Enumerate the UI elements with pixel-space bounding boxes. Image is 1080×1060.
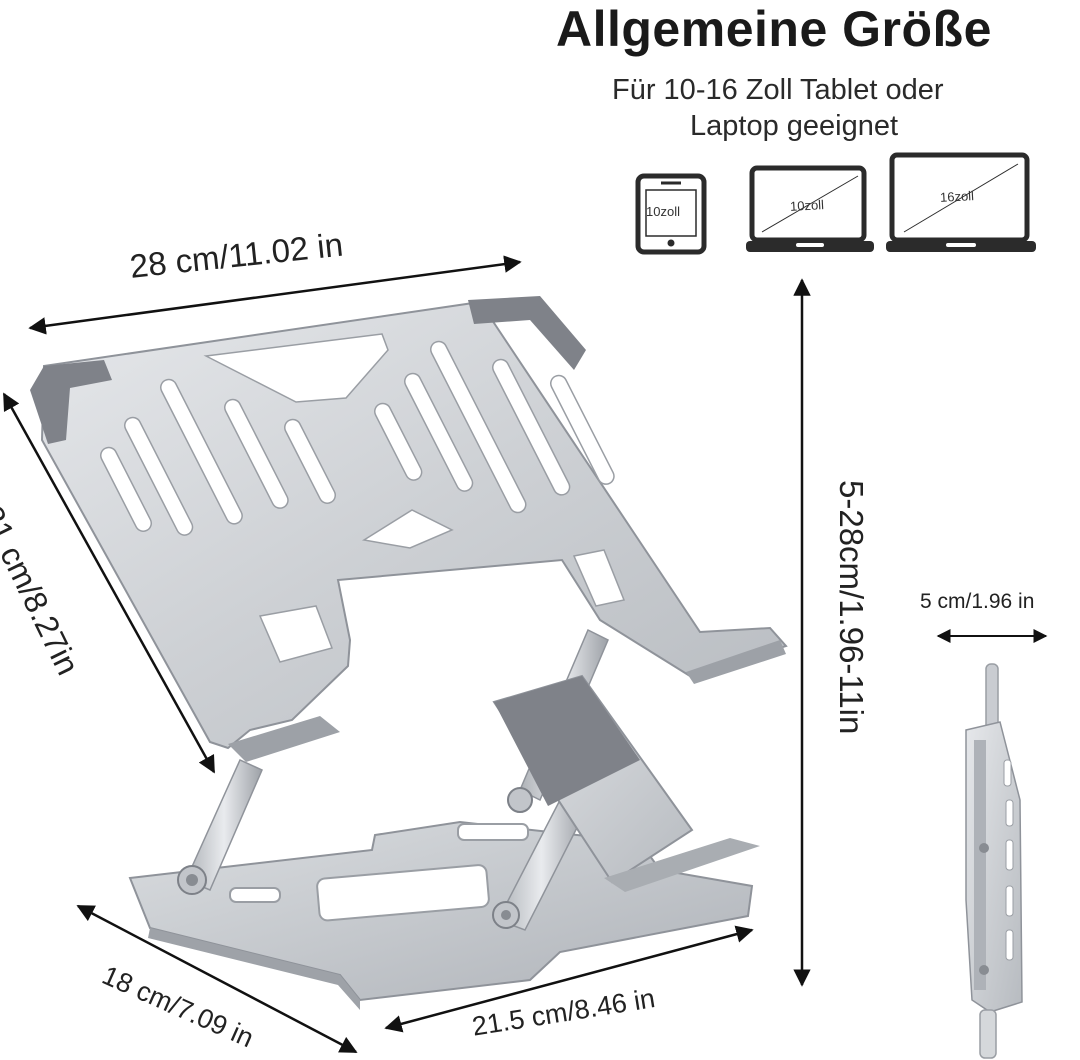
- folded-thickness-label: 5 cm/1.96 in: [920, 590, 1035, 613]
- compatibility-subtitle-line1: Für 10-16 Zoll Tablet oder: [612, 74, 944, 106]
- depth-arrow: [2, 392, 216, 774]
- laptop-small-size-label: 10zoll: [789, 197, 825, 214]
- base-width-arrow: [384, 925, 754, 1033]
- laptop-large-size-label: 16zoll: [939, 188, 975, 205]
- laptop-icon: [746, 165, 874, 252]
- folded-stand-illustration: [965, 663, 1023, 1059]
- compatibility-subtitle-line2: Laptop geeignet: [690, 110, 899, 142]
- laptop-stand-illustration: [30, 296, 788, 1010]
- height-dimension-label: 5-28cm/1.96-11in: [833, 480, 870, 735]
- laptop-icon: [886, 152, 1036, 252]
- page-title: Allgemeine Größe: [556, 1, 992, 57]
- tablet-icon: [635, 173, 707, 255]
- tablet-size-label: 10zoll: [646, 204, 680, 219]
- base-depth-arrow: [76, 904, 358, 1054]
- width-arrow: [28, 255, 522, 335]
